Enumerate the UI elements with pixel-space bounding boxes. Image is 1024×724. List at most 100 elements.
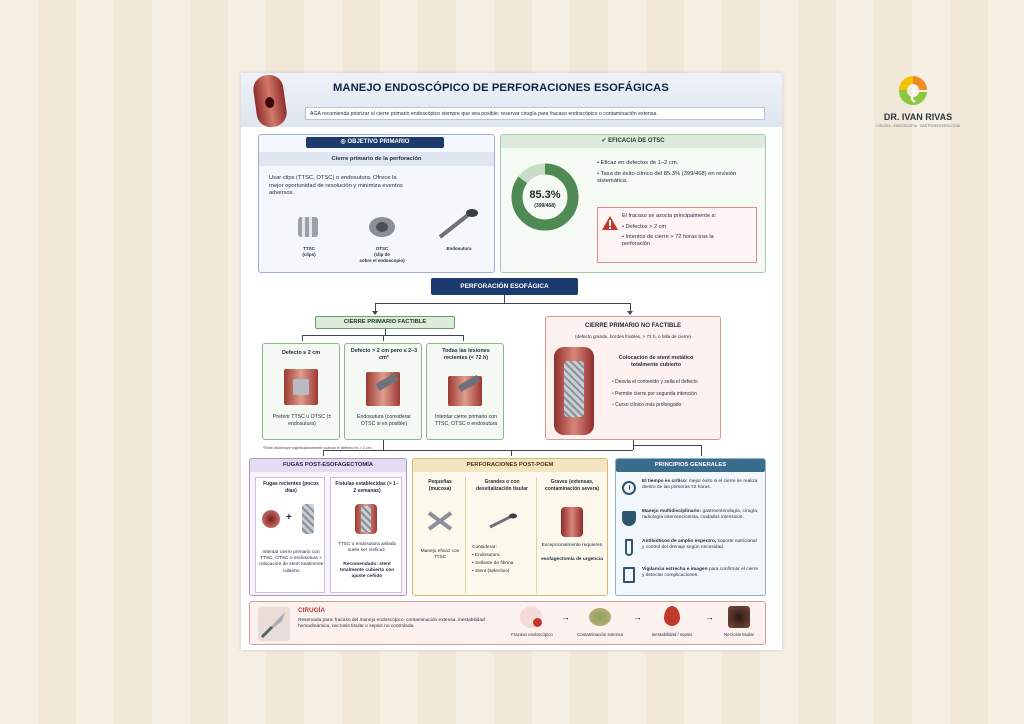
poem-option: • Stent (selectivo) [472, 569, 510, 574]
poem-col-2: Grandes o con desvitalización tisular Co… [465, 477, 537, 593]
not-feasible-title: CIERRE PRIMARIO NO FACTIBLE [584, 323, 681, 329]
scalpel-icon [258, 607, 290, 641]
brand-logo: DR. IVAN RIVAS CIRUGÍA · ENDOSCOPIA · GA… [868, 74, 968, 134]
surgery-card: CIRUGÍA Reservada para: fracaso del mane… [249, 601, 766, 645]
feasible-col-head: Defecto > 2 cm pero ≤ 2–3 cm* [350, 348, 418, 362]
efficacy-bullet: • Tasa de éxito clínico del 85.3% (399/4… [597, 170, 737, 185]
principle-item: Vigilancia estrecha e imagen para confir… [622, 567, 762, 593]
vial-icon [625, 539, 633, 556]
feasible-col-text: Endosutura (considerar OTSC si es posibl… [357, 414, 411, 427]
poem-col-text: Considerar: [472, 545, 497, 550]
poem-col-1: Pequeñas (mucosa) Manejo eficaz con TTSC [417, 477, 463, 593]
clip-closure-image [284, 369, 318, 405]
objective-subtitle: Cierre primario de la perforación [331, 156, 422, 162]
leaks-col-2: Fístulas establecidas (> 1–2 semanas) TT… [330, 477, 402, 593]
surgery-title: CIRUGÍA [298, 607, 325, 614]
arrow-right-icon: → [561, 612, 570, 622]
endosuture-small-icon [488, 513, 518, 529]
stent-bullet: • Desvía el contenido y sella el defecto [612, 379, 698, 385]
logo-mark-icon [898, 76, 927, 106]
tool-otsc: OTSC (clip de sobre el endoscopio) [357, 213, 407, 267]
root-node: PERFORACIÓN ESOFÁGICA [431, 278, 578, 295]
stent-illustration [554, 347, 594, 435]
efficacy-card: ✔ EFICACIA DE OTSC 85.3% (399/468) • Efi… [500, 134, 766, 273]
leaks-col-head: Fístulas establecidas (> 1–2 semanas) [335, 481, 399, 494]
efficacy-bullets: • Eficaz en defectos de 1–2 cm. • Tasa d… [597, 160, 757, 186]
tool-endosuture: Endosutura [434, 207, 484, 267]
recent-lesion-image [448, 374, 482, 406]
feasible-col-text: Preferir TTSC u OTSC (± endosutura) [272, 414, 332, 427]
plus-icon: + [286, 512, 292, 523]
leaks-header: FUGAS POST-ESOFAGECTOMÍA [250, 459, 406, 472]
leaks-col-1: Fugas recientes (pocos días) + Intentar … [255, 477, 325, 593]
feasible-header: CIERRE PRIMARIO FACTIBLE [315, 316, 455, 329]
logo-name: DR. IVAN RIVAS [883, 112, 953, 122]
objective-header: ◎ OBJETIVO PRIMARIO [306, 137, 444, 148]
check-icon: ✔ [601, 138, 609, 144]
donut-sub: (399/468) [534, 203, 556, 209]
poem-header: PERFORACIONES POST-POEM [413, 459, 607, 472]
infographic-poster: MANEJO ENDOSCÓPICO DE PERFORACIONES ESOF… [241, 73, 782, 650]
donut-success-arc [511, 163, 579, 231]
objective-body: Usar clips (TTSC, OTSC) o endosutura. Of… [269, 175, 403, 197]
efficacy-bullet: • Eficaz en defectos de 1–2 cm. [597, 160, 679, 166]
efficacy-title: EFICACIA DE OTSC [608, 138, 665, 144]
tool-endosuture-label: Endosutura [446, 246, 472, 251]
feasible-col-1: Defecto ≤ 2 cm Preferir TTSC u OTSC (± e… [262, 343, 340, 440]
objective-subtitle-band [259, 152, 494, 166]
not-feasible-card: CIERRE PRIMARIO NO FACTIBLE (defecto gra… [545, 316, 721, 440]
poem-option: • Sellante de fibrina [472, 561, 514, 566]
arrow-right-icon: → [633, 612, 642, 622]
leaks-col-text: TTSC o endosutura aislado suele ser inef… [337, 542, 397, 554]
endoscope-fail-icon [520, 606, 542, 628]
surgery-step: Necrosis tisular [714, 606, 764, 644]
esophagus-illustration [251, 73, 289, 129]
poem-col-head: Grandes o con desvitalización tisular [476, 479, 528, 492]
poem-col-3: Graves (extensas, contaminación severa) … [539, 477, 605, 593]
stent-bullet: • Curso clínico más prolongado [612, 402, 682, 408]
leaks-col-rec: Recomendado: stent totalmente cubierto c… [339, 562, 395, 580]
fistula-image [355, 504, 377, 534]
principle-item: Antibióticos de amplio espectro, soporte… [622, 539, 762, 565]
feasible-col-head: Defecto ≤ 2 cm [281, 350, 320, 356]
contamination-icon [589, 608, 611, 626]
objective-title: OBJETIVO PRIMARIO [347, 139, 410, 145]
not-feasible-subtitle: (defecto grande, bordes friables, > 72 h… [575, 334, 691, 339]
poem-col-rec: esofagectomía de urgencia [541, 557, 603, 562]
poem-card: PERFORACIONES POST-POEM Pequeñas (mucosa… [412, 458, 608, 596]
severe-perforation-image [561, 507, 583, 537]
header-bar: MANEJO ENDOSCÓPICO DE PERFORACIONES ESOF… [241, 73, 782, 129]
ttsc-clip-icon [298, 217, 318, 237]
principles-card: PRINCIPIOS GENERALES El tiempo es crític… [615, 458, 766, 596]
stent-title: Colocación de stent metálico totalmente … [618, 355, 694, 369]
surgery-step: Fracaso endoscópico [506, 606, 558, 644]
surgery-step: Inestabilidad / sepsis [642, 606, 702, 644]
efficacy-donut-chart [511, 163, 579, 231]
efficacy-header: ✔ EFICACIA DE OTSC [501, 135, 765, 148]
page-title: MANEJO ENDOSCÓPICO DE PERFORACIONES ESOF… [333, 82, 669, 94]
feasible-col-2: Defecto > 2 cm pero ≤ 2–3 cm* Endosutura… [344, 343, 422, 440]
feasible-col-text: Intentar cierre primario con TTSC, OTSC … [434, 414, 498, 427]
failure-warning-box: El fracaso se asocia principalmente a: •… [597, 207, 757, 263]
clock-icon [622, 481, 636, 495]
feasible-footnote: *Éxito disminuye significativamente cuan… [263, 446, 373, 450]
leaks-col-head: Fugas recientes (pocos días) [263, 481, 319, 494]
arrow-right-icon: → [705, 612, 714, 622]
logo-tagline: CIRUGÍA · ENDOSCOPIA · GASTROENTEROLOGÍA [876, 124, 960, 128]
warning-title: El fracaso se asocia principalmente a: [622, 213, 717, 219]
shield-icon [622, 511, 636, 526]
poem-col-head: Graves (extensas, contaminación severa) [544, 479, 600, 492]
principle-item: Manejo multidisciplinario: gastroenterol… [622, 509, 762, 535]
surgery-step: Contaminación extensa [570, 606, 630, 644]
clipboard-icon [623, 567, 635, 583]
leak-site-icon [262, 510, 280, 528]
otsc-clip-icon [369, 217, 395, 237]
warning-icon [602, 216, 618, 230]
objective-card: ◎ OBJETIVO PRIMARIO Cierre primario de l… [258, 134, 495, 273]
endosuture-icon [438, 209, 478, 239]
poem-col-head: Pequeñas (mucosa) [428, 479, 452, 492]
tool-ttsc: TTSC (clips) [287, 213, 331, 267]
stent-small-icon [302, 504, 314, 534]
tool-ttsc-label: TTSC (clips) [302, 246, 316, 257]
feasible-col-3: Todas las lesiones recientes (< 72 h) In… [426, 343, 504, 440]
